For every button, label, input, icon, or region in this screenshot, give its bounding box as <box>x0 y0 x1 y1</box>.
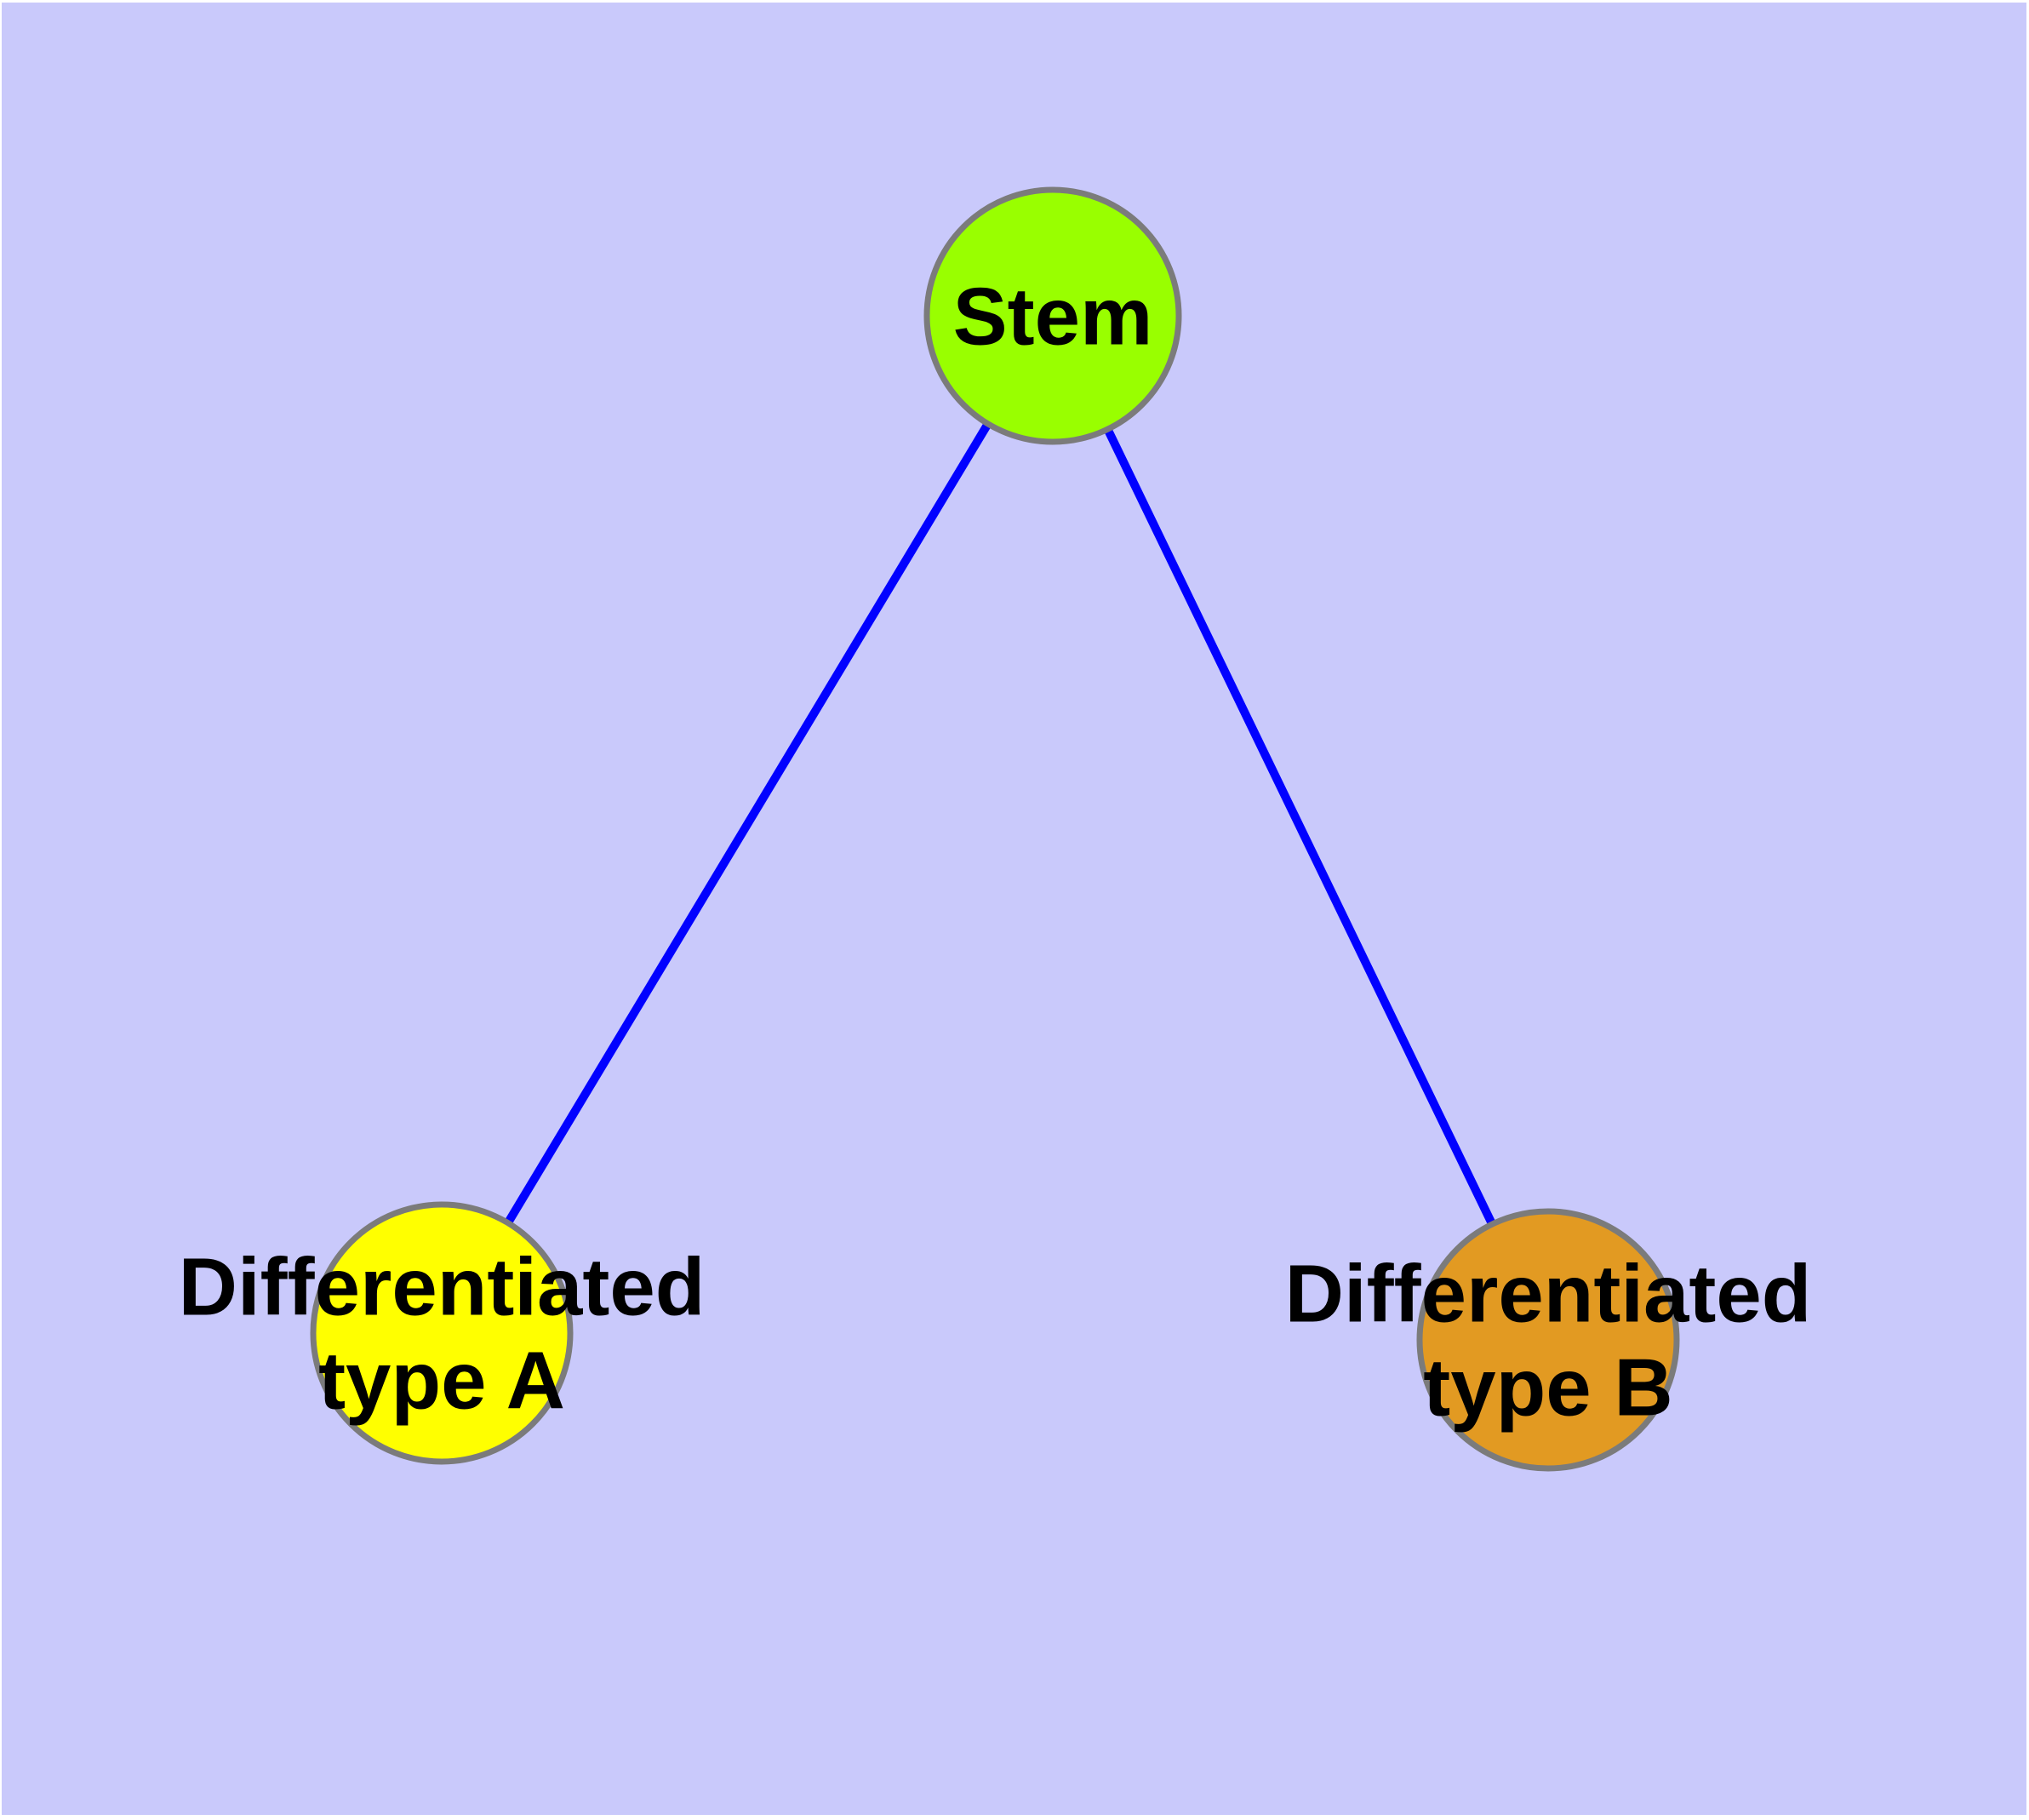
edge-stem-to-differentiated-type-b <box>1049 313 1552 1342</box>
node-label-stem: Stem <box>953 272 1153 363</box>
nodes-layer <box>310 186 1680 1472</box>
node-differentiated-type-b <box>1416 1208 1680 1472</box>
node-differentiated-type-a <box>310 1201 574 1465</box>
edges-layer <box>437 313 1552 1342</box>
node-stem <box>923 186 1182 445</box>
edge-stem-to-differentiated-type-a <box>437 313 1057 1336</box>
